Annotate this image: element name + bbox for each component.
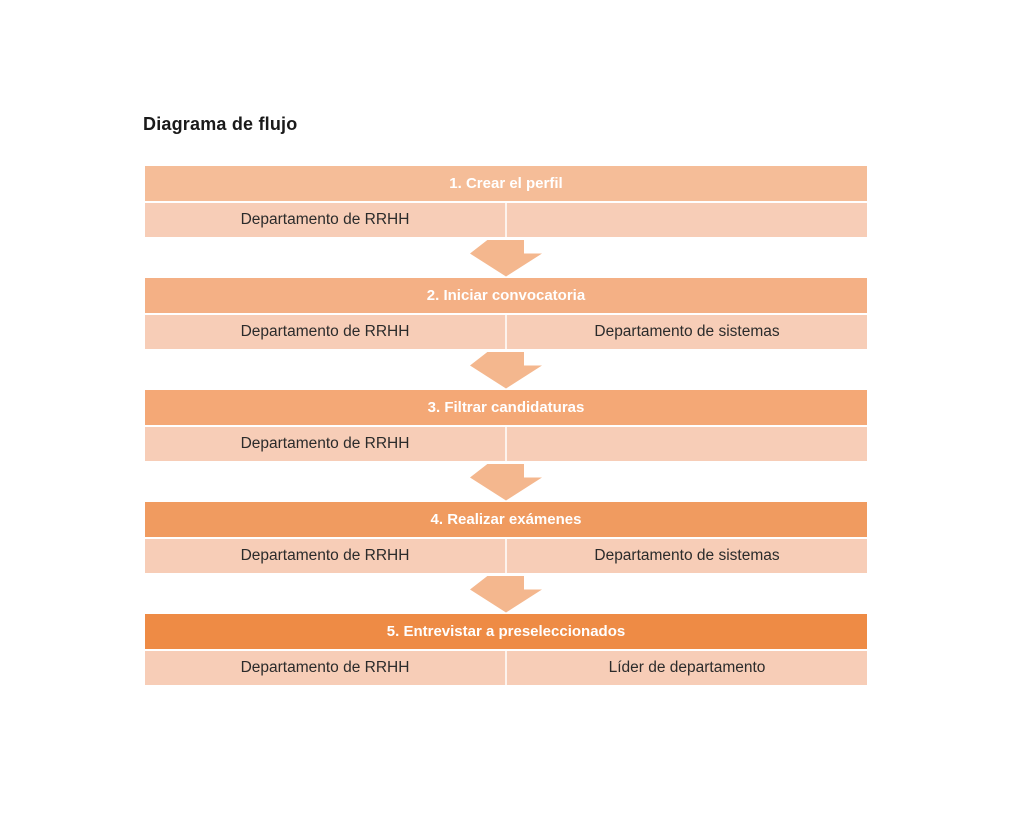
step-header: 5. Entrevistar a preseleccionados — [145, 614, 867, 649]
step-cell-right: Departamento de sistemas — [506, 315, 867, 349]
step-cell-right — [506, 203, 867, 237]
flow-step-4: 4. Realizar exámenes Departamento de RRH… — [145, 502, 867, 573]
step-cell-right — [506, 427, 867, 461]
step-header: 4. Realizar exámenes — [145, 502, 867, 537]
flowchart: 1. Crear el perfil Departamento de RRHH … — [145, 166, 867, 685]
down-arrow-icon — [470, 463, 542, 501]
down-arrow-icon — [470, 575, 542, 613]
flow-step-2: 2. Iniciar convocatoria Departamento de … — [145, 278, 867, 349]
page-title: Diagrama de flujo — [143, 114, 298, 134]
flow-step-3: 3. Filtrar candidaturas Departamento de … — [145, 390, 867, 461]
step-cells: Departamento de RRHH — [145, 427, 867, 461]
step-header: 1. Crear el perfil — [145, 166, 867, 201]
arrow-row — [145, 573, 867, 614]
step-header: 2. Iniciar convocatoria — [145, 278, 867, 313]
down-arrow-icon — [470, 239, 542, 277]
step-cell-right: Departamento de sistemas — [506, 539, 867, 573]
step-cell-left: Departamento de RRHH — [145, 651, 506, 685]
arrow-row — [145, 237, 867, 278]
step-cells: Departamento de RRHH Líder de departamen… — [145, 651, 867, 685]
down-arrow-icon — [470, 351, 542, 389]
step-cell-left: Departamento de RRHH — [145, 203, 506, 237]
step-cells: Departamento de RRHH Departamento de sis… — [145, 539, 867, 573]
step-cell-left: Departamento de RRHH — [145, 427, 506, 461]
flow-step-1: 1. Crear el perfil Departamento de RRHH — [145, 166, 867, 237]
step-cell-left: Departamento de RRHH — [145, 539, 506, 573]
step-header: 3. Filtrar candidaturas — [145, 390, 867, 425]
step-cell-right: Líder de departamento — [506, 651, 867, 685]
arrow-row — [145, 461, 867, 502]
step-cells: Departamento de RRHH — [145, 203, 867, 237]
step-cell-left: Departamento de RRHH — [145, 315, 506, 349]
arrow-row — [145, 349, 867, 390]
flow-step-5: 5. Entrevistar a preseleccionados Depart… — [145, 614, 867, 685]
step-cells: Departamento de RRHH Departamento de sis… — [145, 315, 867, 349]
